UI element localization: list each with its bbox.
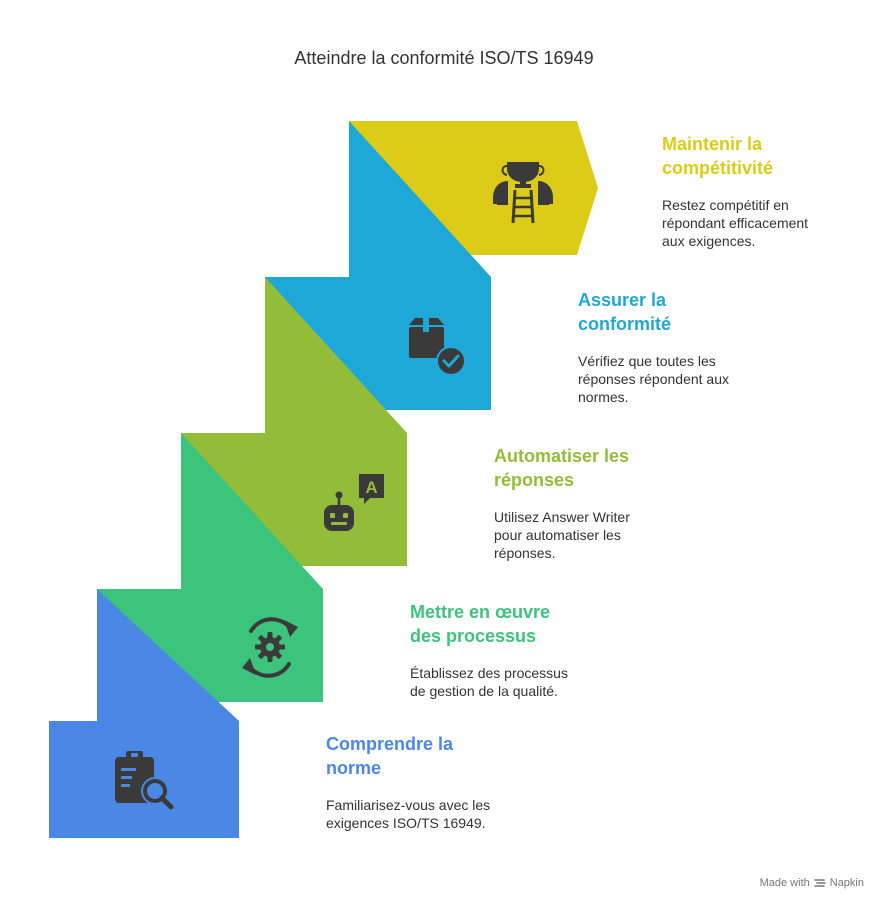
napkin-brand: Napkin [829,877,864,889]
step-2-heading: Assurer la conformité [578,290,672,334]
made-with-label: Made with [759,877,810,889]
step-1-heading: Maintenir la compétitivité [662,134,774,178]
gear-cycle-icon [242,617,298,678]
step-4-text: Mettre en œuvre des processus Établissez… [410,600,610,700]
step-1-text: Maintenir la compétitivité Restez compét… [662,132,862,250]
step-3-riser [181,433,323,589]
napkin-logo-icon [813,879,826,887]
clipboard-search-icon [115,751,174,810]
page-title: Atteindre la conformité ISO/TS 16949 [294,48,594,68]
step-5-text: Comprendre la norme Familiarisez-vous av… [326,732,526,832]
step-1-description: Restez compétitif en répondant efficacem… [662,197,809,249]
step-2-text: Assurer la conformité Vérifiez que toute… [578,288,778,406]
step-3-description: Utilisez Answer Writer pour automatiser … [494,509,630,561]
step-3-heading: Automatiser les réponses [494,446,630,490]
step-1-riser [349,121,491,277]
box-check-icon [409,318,466,376]
trophy-ladder-icon [493,162,553,224]
step-4-description: Établissez des processus de gestion de l… [410,665,568,699]
robot-chat-icon: A [324,474,384,531]
step-2-riser [265,277,407,433]
step-3-text: Automatiser les réponses Utilisez Answer… [494,444,694,562]
step-2-description: Vérifiez que toutes les réponses réponde… [578,353,729,405]
step-5-description: Familiarisez-vous avec les exigences ISO… [326,797,491,831]
step-4-heading: Mettre en œuvre des processus [410,602,551,646]
step-5-heading: Comprendre la norme [326,734,454,778]
svg-text:A: A [365,478,377,497]
napkin-watermark: Made with Napkin [760,877,864,889]
step-4-riser [97,589,239,721]
